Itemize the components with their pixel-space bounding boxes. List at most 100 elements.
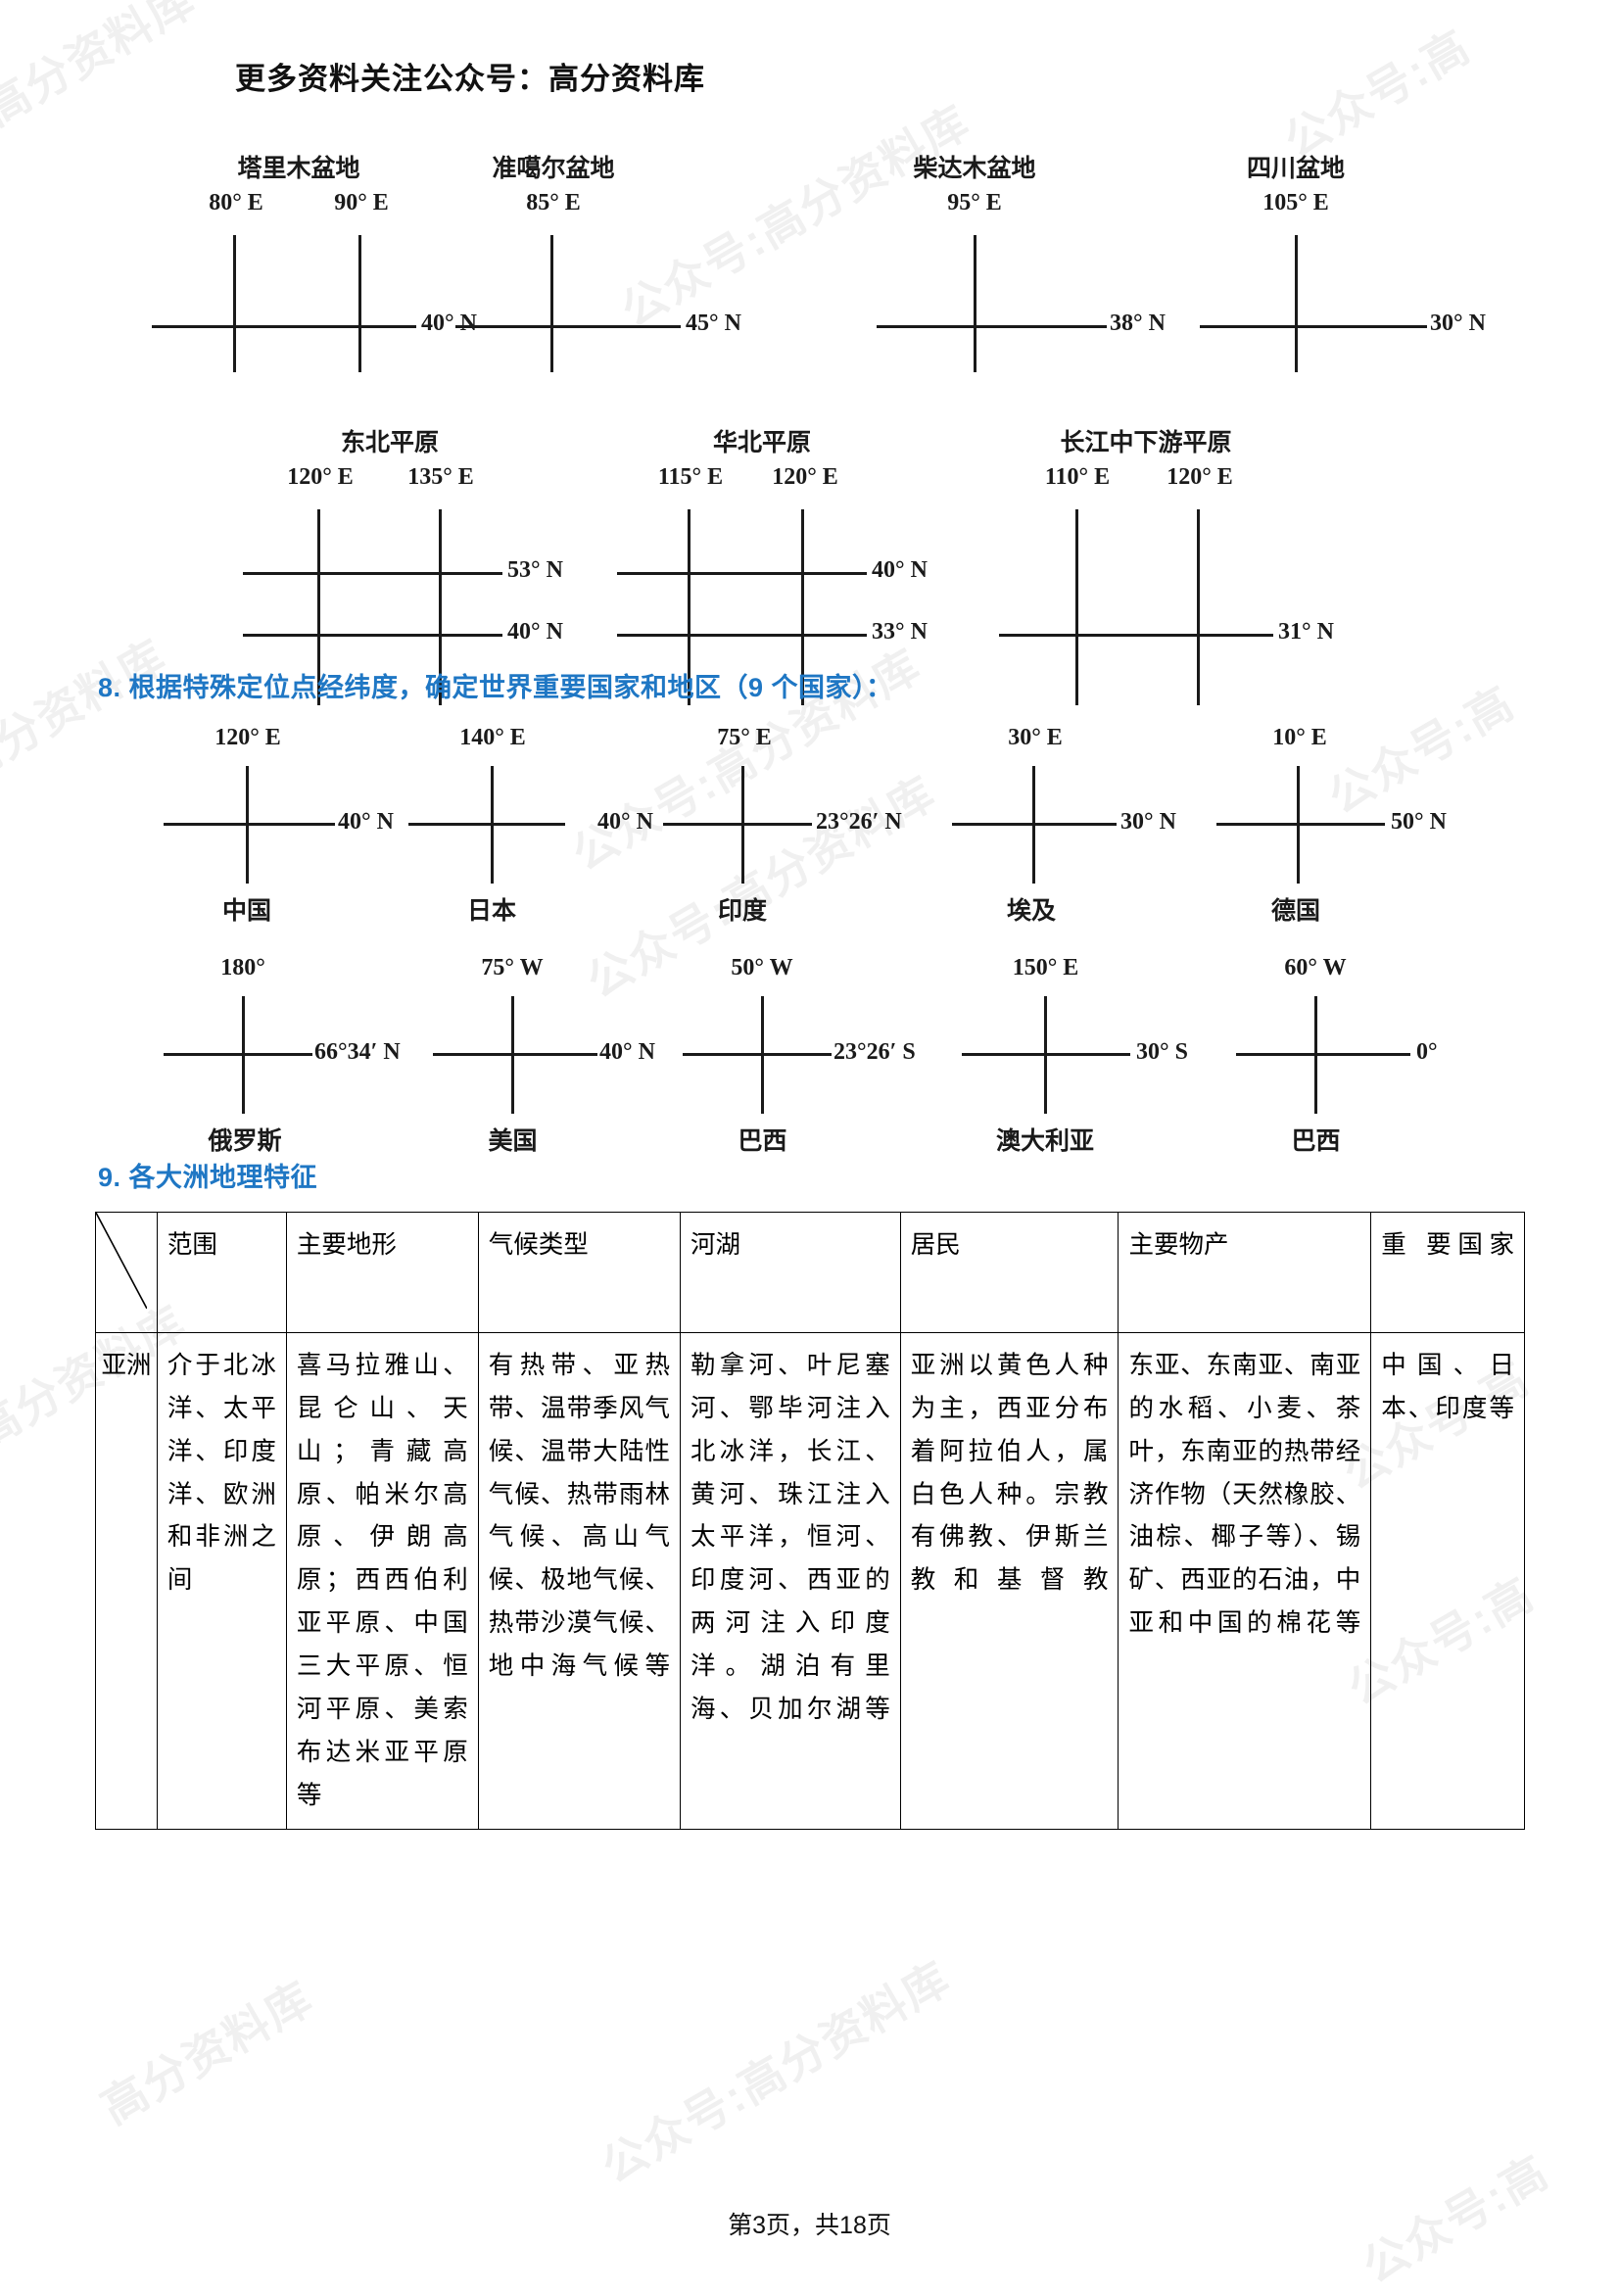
col-header-climate: 气候类型 bbox=[477, 1212, 681, 1333]
figure-longitude-label: 150° E bbox=[1012, 955, 1079, 981]
meridian-line bbox=[801, 509, 804, 705]
parallel-line bbox=[433, 1053, 597, 1056]
figure-country-label: 德国 bbox=[1270, 898, 1320, 925]
figure-longitude-label: 140° E bbox=[459, 725, 526, 750]
parallel-line bbox=[1216, 823, 1385, 826]
figure-place-label: 长江中下游平原 bbox=[1060, 430, 1232, 456]
figure-longitude-label: 85° E bbox=[526, 190, 581, 215]
figure-place-label: 准噶尔盆地 bbox=[492, 156, 615, 182]
figure-latitude-label: 40° N bbox=[597, 809, 653, 835]
figure-latitude-label: 50° N bbox=[1391, 809, 1447, 835]
figure-latitude-label: 33° N bbox=[872, 619, 928, 645]
figure-longitude-label: 120° E bbox=[214, 725, 281, 750]
figure-longitude-label: 95° E bbox=[947, 190, 1002, 215]
figure-longitude-label: 110° E bbox=[1044, 464, 1111, 490]
table-header-row: 范围 主要地形 气候类型 河湖 居民 主要物产 重 要国家 bbox=[95, 1212, 1525, 1333]
watermark: 公众号:高分资料库 bbox=[593, 1951, 959, 2193]
watermark: 高分资料库 bbox=[0, 630, 175, 792]
parallel-line bbox=[617, 634, 867, 637]
figure-longitude-label: 80° E bbox=[209, 190, 263, 215]
figure-latitude-label: 53° N bbox=[507, 557, 563, 583]
figure-country-label: 印度 bbox=[717, 898, 767, 925]
figure-longitude-label: 75° W bbox=[481, 955, 544, 981]
figure-country-label: 澳大利亚 bbox=[995, 1128, 1094, 1155]
col-header-scope: 范围 bbox=[156, 1212, 287, 1333]
parallel-line bbox=[999, 634, 1273, 637]
parallel-line bbox=[663, 823, 812, 826]
cell-people: 亚洲以黄色人种为主，西亚分布着阿拉伯人，属白色人种。宗教有佛教、伊斯兰教和基督教 bbox=[899, 1331, 1119, 1831]
figure-longitude-label: 60° W bbox=[1284, 955, 1347, 981]
parallel-line bbox=[617, 572, 867, 575]
figure-country-label: 中国 bbox=[221, 898, 271, 925]
watermark: 高分资料库 bbox=[92, 1972, 322, 2134]
figure-latitude-label: 40° N bbox=[872, 557, 928, 583]
parallel-line bbox=[877, 325, 1107, 328]
section-9-heading: 9. 各大洲地理特征 bbox=[98, 1163, 318, 1192]
cell-landform: 喜马拉雅山、昆仑山、天山；青藏高原、帕米尔高原、伊朗高原；西西伯利亚平原、中国三… bbox=[285, 1331, 479, 1831]
row-header-asia: 亚洲 bbox=[95, 1331, 158, 1831]
meridian-line bbox=[1075, 509, 1078, 705]
figure-latitude-label: 30° N bbox=[1120, 809, 1176, 835]
meridian-line bbox=[233, 235, 236, 372]
parallel-line bbox=[408, 823, 565, 826]
cell-countries: 中国、日本、印度等 bbox=[1370, 1331, 1525, 1831]
figure-country-label: 俄罗斯 bbox=[208, 1128, 282, 1155]
meridian-line bbox=[550, 235, 553, 372]
col-header-people: 居民 bbox=[899, 1212, 1119, 1333]
meridian-line bbox=[1295, 235, 1298, 372]
figure-longitude-label: 105° E bbox=[1262, 190, 1329, 215]
figure-place-label: 东北平原 bbox=[340, 430, 439, 456]
col-header-products: 主要物产 bbox=[1118, 1212, 1372, 1333]
watermark: 高分资料库 bbox=[0, 0, 205, 136]
figure-longitude-label: 10° E bbox=[1272, 725, 1327, 750]
figure-latitude-label: 45° N bbox=[686, 311, 741, 336]
page-footer: 第3页，共18页 bbox=[728, 2212, 891, 2239]
figure-longitude-label: 115° E bbox=[657, 464, 724, 490]
figure-longitude-label: 50° W bbox=[731, 955, 793, 981]
figure-country-label: 日本 bbox=[466, 898, 516, 925]
cell-products: 东亚、东南亚、南亚的水稻、小麦、茶叶，东南亚的热带经济作物（天然橡胶、油棕、椰子… bbox=[1118, 1331, 1372, 1831]
figure-longitude-label: 75° E bbox=[717, 725, 772, 750]
parallel-line bbox=[962, 1053, 1130, 1056]
parallel-line bbox=[455, 325, 681, 328]
figure-latitude-label: 31° N bbox=[1278, 619, 1334, 645]
figure-longitude-label: 135° E bbox=[407, 464, 474, 490]
figure-place-label: 柴达木盆地 bbox=[913, 156, 1036, 182]
cell-scope: 介于北冰洋、太平洋、印度洋、欧洲和非洲之间 bbox=[156, 1331, 287, 1831]
figure-latitude-label: 40° N bbox=[507, 619, 563, 645]
figure-longitude-label: 120° E bbox=[772, 464, 838, 490]
figure-latitude-label: 30° S bbox=[1136, 1039, 1188, 1065]
figure-longitude-label: 30° E bbox=[1008, 725, 1063, 750]
figure-longitude-label: 120° E bbox=[1167, 464, 1233, 490]
page-header-title: 更多资料关注公众号：高分资料库 bbox=[235, 62, 705, 96]
col-header-landform: 主要地形 bbox=[285, 1212, 479, 1333]
figure-longitude-label: 90° E bbox=[334, 190, 389, 215]
meridian-line bbox=[1197, 509, 1200, 705]
watermark: 公众号:高 bbox=[1275, 20, 1479, 167]
meridian-line bbox=[688, 509, 690, 705]
parallel-line bbox=[164, 1053, 312, 1056]
parallel-line bbox=[164, 823, 335, 826]
parallel-line bbox=[683, 1053, 832, 1056]
meridian-line bbox=[439, 509, 442, 705]
figure-country-label: 美国 bbox=[488, 1128, 538, 1155]
parallel-line bbox=[243, 634, 502, 637]
figure-latitude-label: 40° N bbox=[421, 311, 477, 336]
figure-latitude-label: 40° N bbox=[599, 1039, 655, 1065]
figure-latitude-label: 38° N bbox=[1110, 311, 1166, 336]
figure-longitude-label: 120° E bbox=[287, 464, 354, 490]
col-header-rivers: 河湖 bbox=[679, 1212, 901, 1333]
figure-country-label: 巴西 bbox=[1291, 1128, 1341, 1155]
geo-features-table: 范围 主要地形 气候类型 河湖 居民 主要物产 重 要国家 亚洲 介于北冰洋、太… bbox=[95, 1212, 1525, 1831]
cell-climate: 有热带、亚热带、温带季风气候、温带大陆性气候、热带雨林气候、高山气候、极地气候、… bbox=[477, 1331, 681, 1831]
figure-latitude-label: 30° N bbox=[1430, 311, 1486, 336]
table-row: 亚洲 介于北冰洋、太平洋、印度洋、欧洲和非洲之间 喜马拉雅山、昆仑山、天山；青藏… bbox=[95, 1331, 1525, 1831]
table-corner-cell bbox=[95, 1212, 158, 1333]
figure-longitude-label: 180° bbox=[220, 955, 265, 981]
figure-place-label: 四川盆地 bbox=[1246, 156, 1345, 182]
parallel-line bbox=[243, 572, 502, 575]
meridian-line bbox=[358, 235, 361, 372]
geo-features-table-wrap: 范围 主要地形 气候类型 河湖 居民 主要物产 重 要国家 亚洲 介于北冰洋、太… bbox=[95, 1212, 1525, 1831]
parallel-line bbox=[1236, 1053, 1410, 1056]
